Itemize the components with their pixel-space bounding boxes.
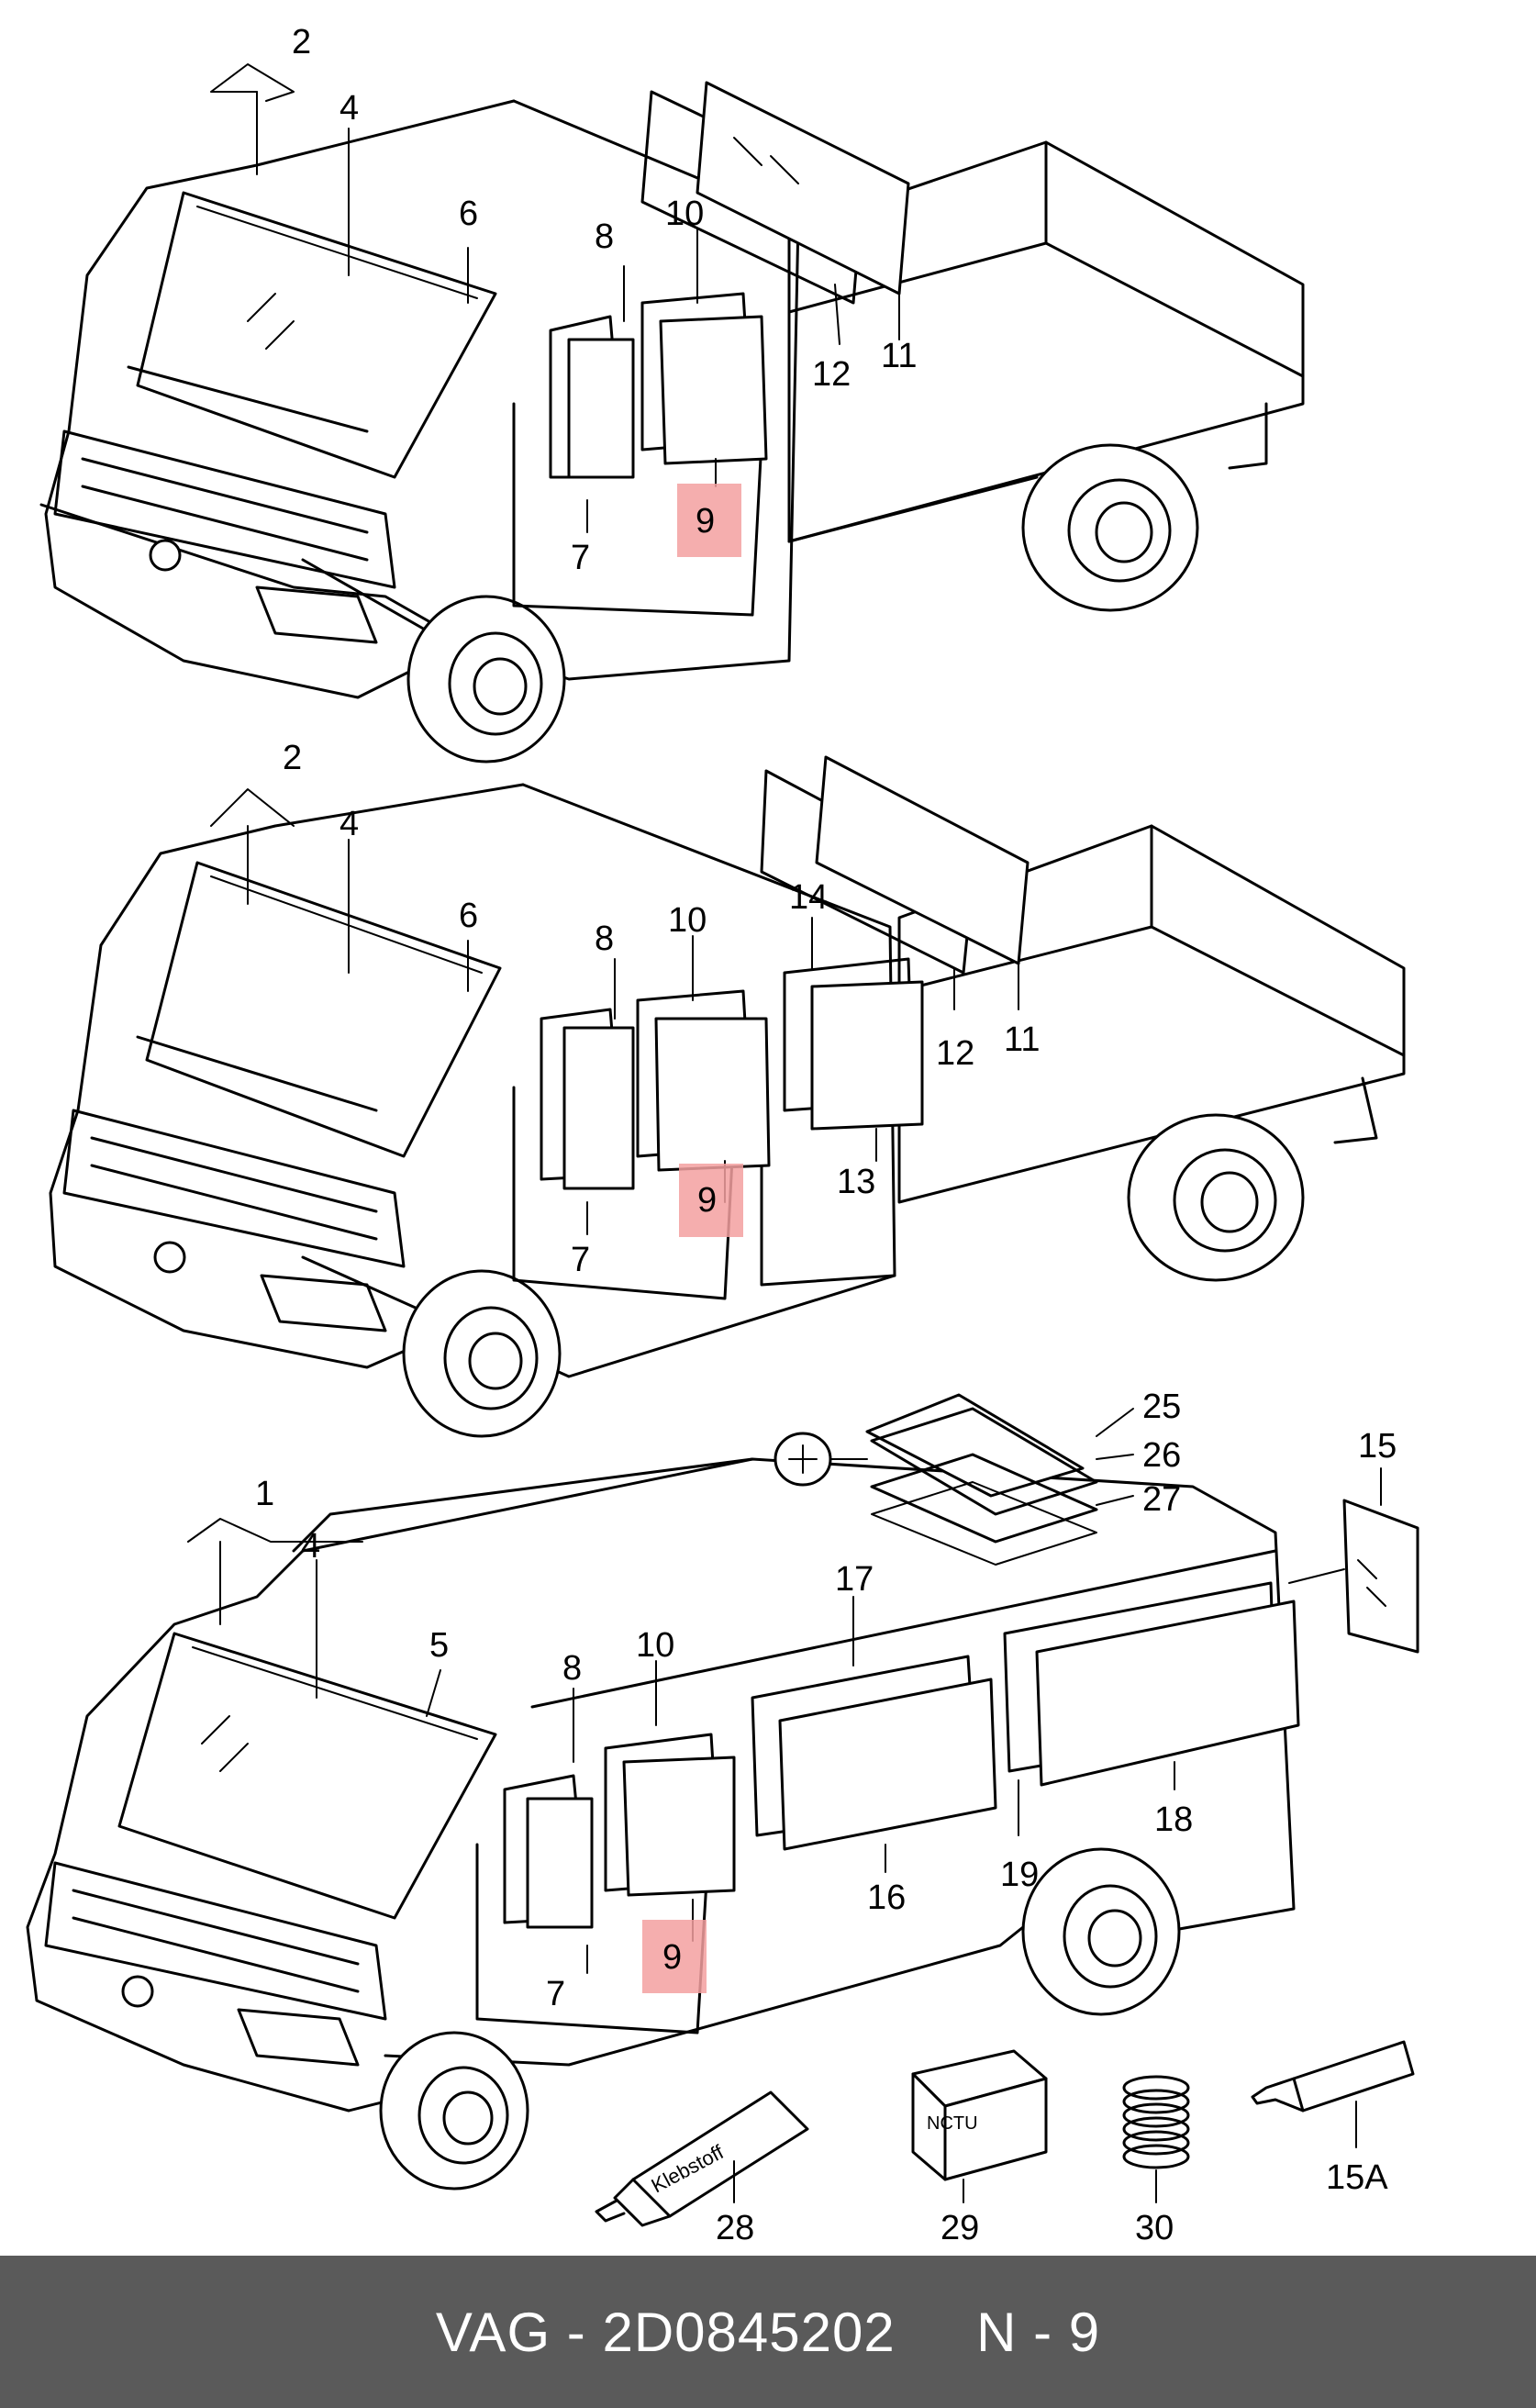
label-28: 28 bbox=[716, 2209, 754, 2247]
label-8: 8 bbox=[595, 920, 614, 958]
label-4: 4 bbox=[339, 89, 359, 128]
label-8: 8 bbox=[595, 217, 614, 256]
view-single-cab-pickup: 2 4 6 8 10 12 11 9 7 bbox=[39, 23, 1305, 764]
parts-diagram: 2 4 6 8 10 12 11 9 7 bbox=[26, 23, 1419, 2247]
label-2: 2 bbox=[292, 23, 311, 61]
accessories: Klebstoff NCTU 28 29 30 15A bbox=[595, 2040, 1415, 2247]
label-29: 29 bbox=[941, 2209, 979, 2247]
cartridge-icon bbox=[1251, 2040, 1415, 2113]
label-5: 5 bbox=[429, 1626, 449, 1665]
adhesive-tube-icon: Klebstoff bbox=[595, 2090, 809, 2227]
label-9: 9 bbox=[662, 1938, 682, 1977]
label-30: 30 bbox=[1135, 2209, 1174, 2247]
sealant-box-icon: NCTU bbox=[911, 2049, 1048, 2181]
label-10: 10 bbox=[665, 195, 704, 233]
label-7: 7 bbox=[546, 1975, 565, 2013]
label-26: 26 bbox=[1142, 1436, 1181, 1475]
view-panel-van: 1 4 5 8 10 17 25 26 27 15 18 19 16 9 7 bbox=[26, 1388, 1419, 2191]
view-double-cab-pickup: 2 4 6 8 10 14 12 11 9 7 13 bbox=[49, 739, 1406, 1438]
part-info-footer: VAG - 2D0845202 N - 9 bbox=[0, 2256, 1536, 2408]
label-25: 25 bbox=[1142, 1388, 1181, 1426]
label-11: 11 bbox=[881, 337, 917, 375]
label-6: 6 bbox=[459, 195, 478, 233]
label-8: 8 bbox=[562, 1649, 582, 1688]
highlight-part-9 bbox=[677, 484, 741, 557]
label-27: 27 bbox=[1142, 1480, 1181, 1519]
highlight-part-9 bbox=[642, 1920, 707, 1993]
label-2: 2 bbox=[283, 739, 302, 777]
label-4: 4 bbox=[301, 1527, 320, 1566]
label-19: 19 bbox=[1000, 1856, 1039, 1894]
position-label: N - 9 bbox=[976, 2301, 1101, 2363]
label-9: 9 bbox=[697, 1181, 717, 1220]
label-7: 7 bbox=[571, 1241, 590, 1279]
label-10: 10 bbox=[636, 1626, 674, 1665]
label-15: 15 bbox=[1358, 1427, 1397, 1466]
label-12: 12 bbox=[936, 1034, 974, 1073]
label-1: 1 bbox=[255, 1475, 274, 1513]
label-13: 13 bbox=[837, 1163, 875, 1201]
label-18: 18 bbox=[1154, 1800, 1193, 1839]
label-12: 12 bbox=[812, 355, 851, 394]
label-14: 14 bbox=[789, 878, 828, 917]
label-7: 7 bbox=[571, 539, 590, 577]
highlight-part-9 bbox=[679, 1164, 743, 1237]
gap bbox=[896, 2301, 976, 2364]
label-16: 16 bbox=[867, 1878, 906, 1917]
box-text: NCTU bbox=[927, 2113, 978, 2134]
label-6: 6 bbox=[459, 897, 478, 935]
coil-spring-icon bbox=[1122, 2075, 1190, 2169]
label-17: 17 bbox=[835, 1560, 874, 1599]
brand-label: VAG bbox=[435, 2301, 551, 2363]
label-10: 10 bbox=[668, 901, 707, 940]
label-15A: 15A bbox=[1326, 2158, 1388, 2197]
part-number: 2D0845202 bbox=[602, 2301, 896, 2363]
label-11: 11 bbox=[1004, 1020, 1040, 1059]
separator-dash: - bbox=[551, 2301, 603, 2363]
label-9: 9 bbox=[696, 502, 715, 541]
label-4: 4 bbox=[339, 805, 359, 843]
